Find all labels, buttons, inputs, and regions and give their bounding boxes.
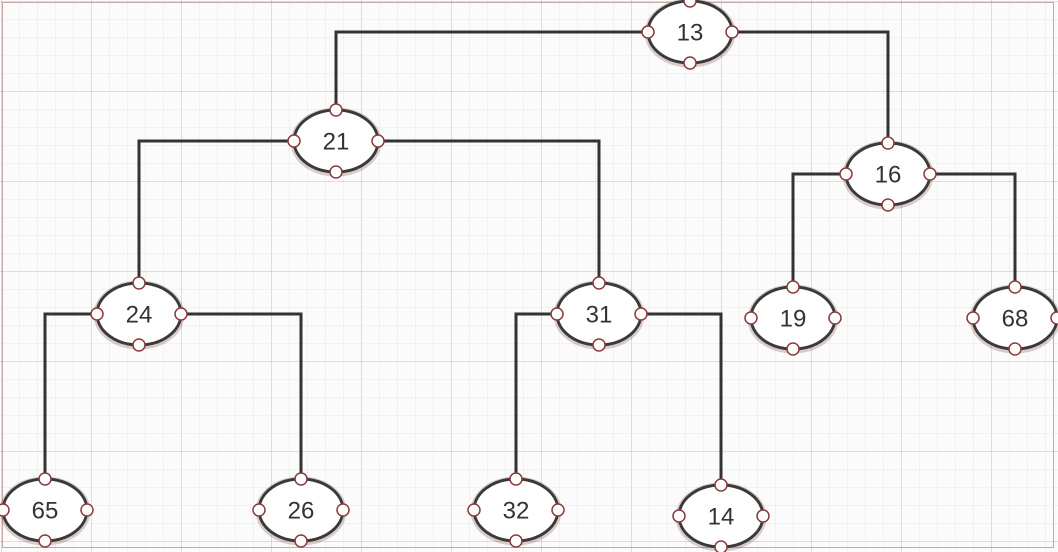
- tree-node-32[interactable]: 32: [467, 472, 565, 548]
- connection-handle-bottom[interactable]: [38, 534, 52, 548]
- connection-handle-left[interactable]: [550, 307, 564, 321]
- edge-n31-n14[interactable]: [641, 312, 723, 485]
- connection-handle-left[interactable]: [839, 167, 853, 181]
- node-label: 24: [126, 302, 153, 329]
- tree-node-14[interactable]: 14: [672, 478, 770, 552]
- connection-handle-left[interactable]: [252, 503, 266, 517]
- connection-handle-top[interactable]: [38, 472, 52, 486]
- node-label: 19: [780, 306, 807, 333]
- connection-handle-bottom[interactable]: [592, 338, 606, 352]
- connection-handle-right[interactable]: [923, 167, 937, 181]
- tree-node-65[interactable]: 65: [0, 472, 94, 548]
- connection-handle-right[interactable]: [828, 311, 842, 325]
- connection-handle-left[interactable]: [0, 503, 10, 517]
- connection-handle-right[interactable]: [1050, 311, 1058, 325]
- edge-n21-n31[interactable]: [378, 139, 601, 283]
- connection-handle-right[interactable]: [336, 503, 350, 517]
- tree-node-68[interactable]: 68: [966, 280, 1058, 356]
- node-label: 26: [288, 498, 315, 525]
- node-label: 13: [677, 20, 704, 47]
- connection-handle-top[interactable]: [509, 472, 523, 486]
- edge-n24-n26[interactable]: [181, 312, 303, 479]
- node-label: 31: [586, 302, 613, 329]
- tree-node-21[interactable]: 21: [287, 103, 385, 179]
- connection-handle-left[interactable]: [467, 503, 481, 517]
- edges-layer: [43, 30, 1017, 485]
- tree-node-31[interactable]: 31: [550, 276, 648, 352]
- tree-node-13[interactable]: 13: [641, 0, 739, 70]
- connection-handle-right[interactable]: [80, 503, 94, 517]
- node-label: 65: [32, 498, 59, 525]
- connection-handle-top[interactable]: [786, 280, 800, 294]
- edge-n13-n21[interactable]: [334, 30, 648, 110]
- connection-handle-right[interactable]: [371, 134, 385, 148]
- connection-handle-bottom[interactable]: [132, 338, 146, 352]
- connection-handle-left[interactable]: [966, 311, 980, 325]
- connection-handle-bottom[interactable]: [329, 165, 343, 179]
- edge-n31-n32[interactable]: [514, 312, 557, 479]
- connection-handle-bottom[interactable]: [881, 198, 895, 212]
- connection-handle-left[interactable]: [287, 134, 301, 148]
- node-label: 14: [708, 504, 735, 531]
- connection-handle-top[interactable]: [683, 0, 697, 8]
- connection-handle-left[interactable]: [744, 311, 758, 325]
- connection-handle-bottom[interactable]: [509, 534, 523, 548]
- connection-handle-bottom[interactable]: [294, 534, 308, 548]
- edge-n13-n16[interactable]: [732, 30, 890, 143]
- connection-handle-right[interactable]: [174, 307, 188, 321]
- tree-node-26[interactable]: 26: [252, 472, 350, 548]
- node-label: 16: [875, 162, 902, 189]
- node-label: 32: [503, 498, 530, 525]
- connection-handle-top[interactable]: [294, 472, 308, 486]
- connection-handle-top[interactable]: [714, 478, 728, 492]
- connection-handle-top[interactable]: [132, 276, 146, 290]
- edge-n21-n24[interactable]: [137, 139, 294, 283]
- tree-node-16[interactable]: 16: [839, 136, 937, 212]
- connection-handle-left[interactable]: [672, 509, 686, 523]
- node-label: 68: [1002, 306, 1029, 333]
- connection-handle-right[interactable]: [725, 25, 739, 39]
- connection-handle-left[interactable]: [90, 307, 104, 321]
- connection-handle-bottom[interactable]: [683, 56, 697, 70]
- connection-handle-top[interactable]: [881, 136, 895, 150]
- connection-handle-left[interactable]: [641, 25, 655, 39]
- connection-handle-bottom[interactable]: [1008, 342, 1022, 356]
- connection-handle-right[interactable]: [634, 307, 648, 321]
- connection-handle-right[interactable]: [551, 503, 565, 517]
- tree-node-24[interactable]: 24: [90, 276, 188, 352]
- connection-handle-top[interactable]: [592, 276, 606, 290]
- edge-n16-n19[interactable]: [791, 172, 846, 287]
- connection-handle-top[interactable]: [329, 103, 343, 117]
- node-label: 21: [323, 129, 350, 156]
- connection-handle-bottom[interactable]: [786, 342, 800, 356]
- connection-handle-bottom[interactable]: [714, 540, 728, 552]
- connection-handle-right[interactable]: [756, 509, 770, 523]
- edge-n16-n68[interactable]: [930, 172, 1017, 287]
- connection-handle-top[interactable]: [1008, 280, 1022, 294]
- edge-n24-n65[interactable]: [43, 312, 97, 479]
- tree-node-19[interactable]: 19: [744, 280, 842, 356]
